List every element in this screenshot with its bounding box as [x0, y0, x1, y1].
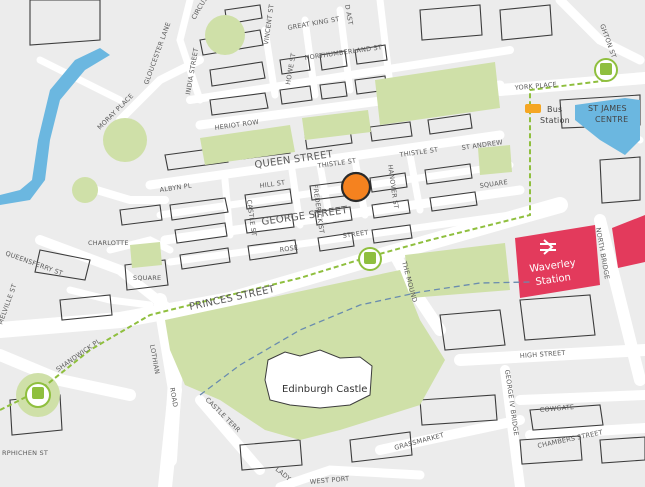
- park-charlotte-sq: [130, 242, 162, 268]
- railway-line: [199, 281, 531, 396]
- tram-icon: [600, 63, 612, 75]
- waverley-station-block: [515, 225, 600, 298]
- park-ainslie: [72, 177, 98, 203]
- label-road: ROAD: [168, 387, 179, 408]
- label-charlotte-square: SQUARE: [133, 274, 161, 282]
- park-st-andrew-sq: [478, 145, 512, 175]
- label-edinburgh-castle: Edinburgh Castle: [282, 384, 367, 395]
- park-circus: [205, 15, 245, 55]
- label-charlotte: CHARLOTTE: [88, 239, 129, 247]
- park-east-princes: [405, 243, 510, 298]
- label-st-james-1: ST JAMES: [588, 104, 627, 113]
- tram-stop-princes-st[interactable]: [358, 247, 382, 271]
- label-west-port: WEST PORT: [309, 475, 349, 486]
- location-marker[interactable]: [340, 171, 372, 203]
- label-st-james-2: CENTRE: [595, 115, 628, 124]
- label-bus-station-1: Bus: [547, 105, 562, 114]
- label-cowgate: COWGATE: [539, 403, 574, 414]
- rail-icon: [540, 239, 556, 255]
- park-queen-st-west: [200, 125, 295, 165]
- label-d-ast: D AST: [343, 4, 354, 26]
- park-queen-st-east: [375, 62, 500, 125]
- park-moray: [103, 118, 147, 162]
- label-bus-station-2: Station: [540, 116, 570, 125]
- bus-station-icon[interactable]: [525, 104, 541, 113]
- tram-stop-york-place[interactable]: [594, 58, 618, 82]
- label-waverley-2: Station: [535, 272, 572, 288]
- park-queen-st-mid: [302, 110, 371, 140]
- station-east-block: [612, 215, 645, 268]
- tram-route: [0, 67, 613, 411]
- label-high-street: HIGH STREET: [520, 349, 566, 360]
- st-james-centre-shape: [575, 98, 640, 155]
- label-rose: ROSE: [279, 243, 299, 254]
- label-hill-st: HILL ST: [259, 178, 285, 189]
- castle-building: [264, 349, 373, 409]
- label-square: SQUARE: [479, 178, 508, 190]
- block-outlines: [9, 0, 645, 471]
- label-york-place: YORK PLACE: [513, 80, 557, 92]
- tram-icon: [364, 252, 376, 264]
- label-rphichen-st: RPHICHEN ST: [2, 449, 48, 457]
- label-street: STREET: [342, 228, 369, 240]
- tram-stop-west[interactable]: [25, 382, 51, 408]
- tram-icon: [32, 387, 44, 399]
